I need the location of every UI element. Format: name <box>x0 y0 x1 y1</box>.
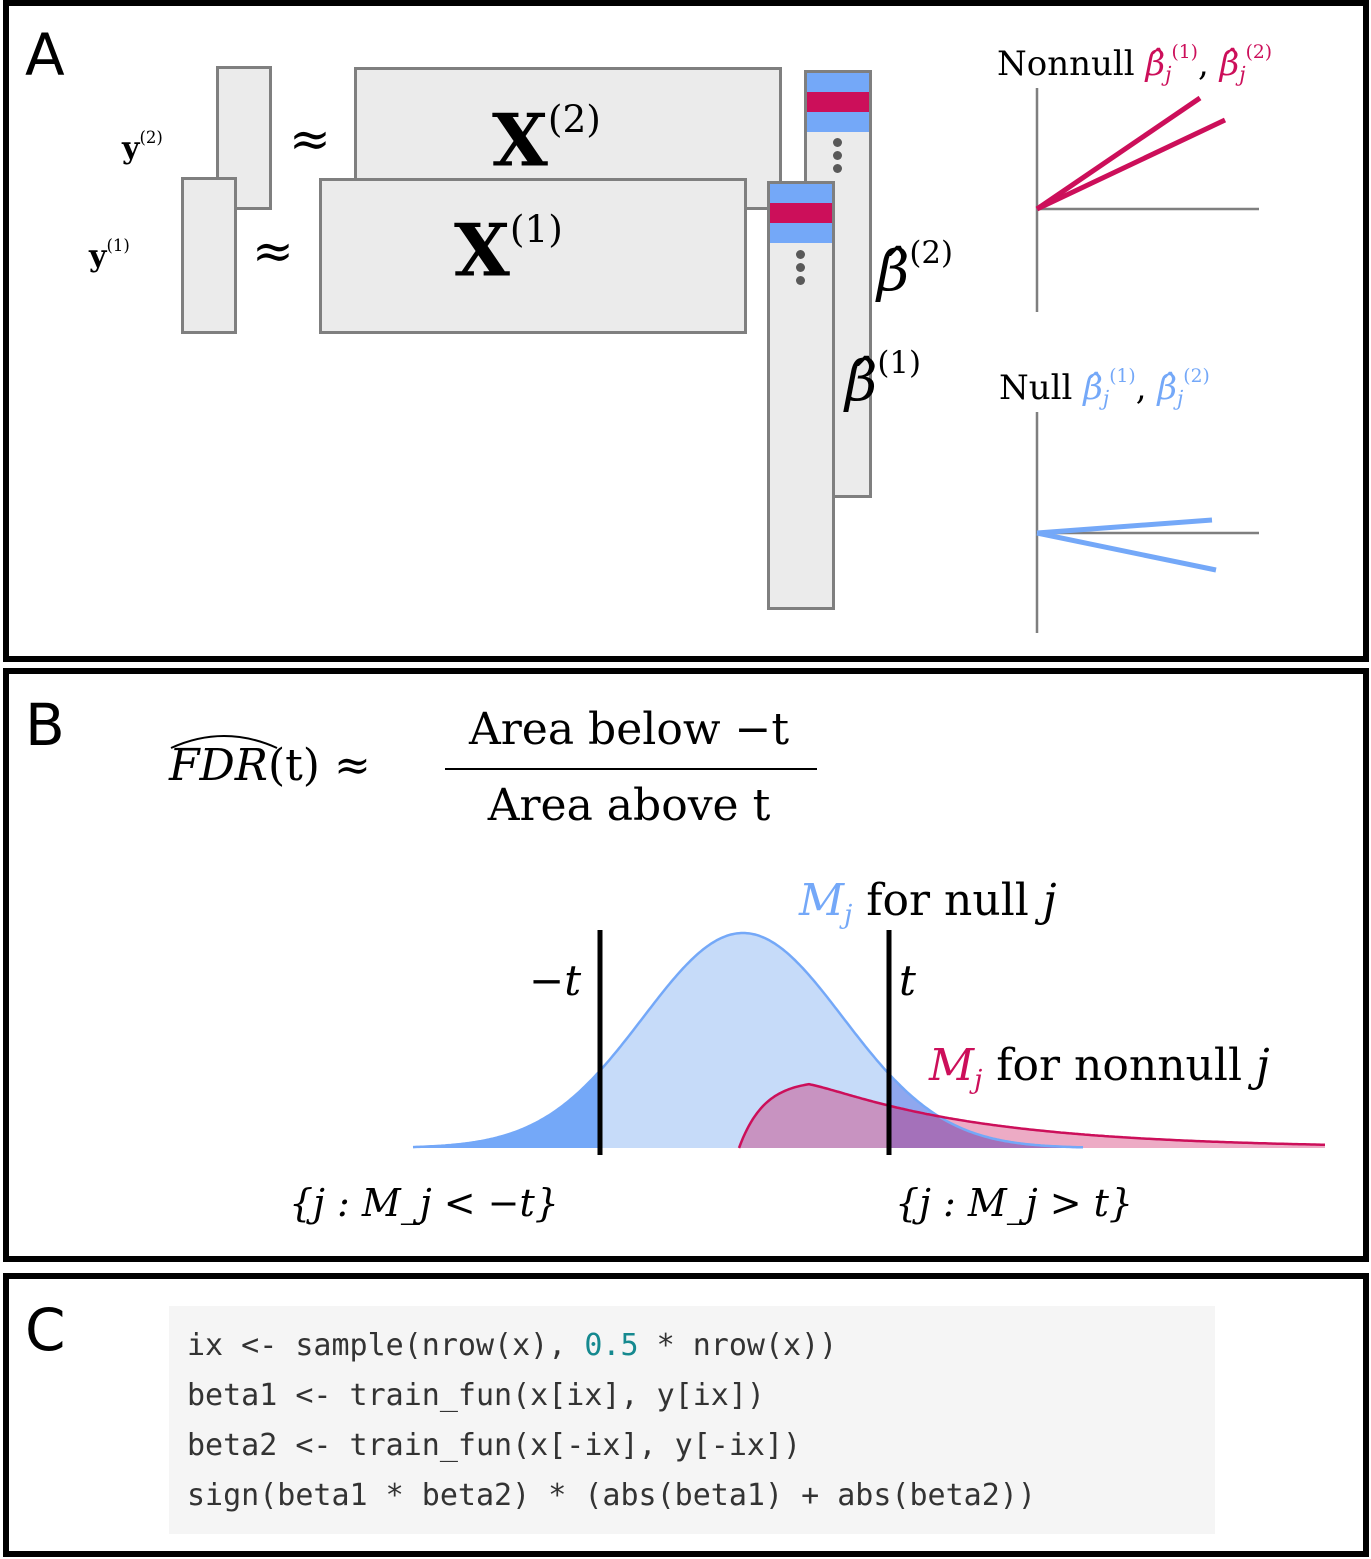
neg-t-label: −t <box>529 956 582 1005</box>
code-line-4: sign(beta1 * beta2) * (abs(beta1) + abs(… <box>187 1478 1036 1513</box>
y1-vector-box <box>181 177 237 334</box>
panel-a: A y(2) ≈ X(2) y(1) ≈ X(1) β̂(2) β̂(1) No… <box>3 0 1369 662</box>
null-left-tail-fill <box>413 1071 600 1148</box>
nonnull-dist-curve <box>737 1082 1325 1149</box>
fdr-fraction-bar <box>445 768 817 770</box>
x2-label: X(2) <box>492 97 601 183</box>
null-line-upper <box>1036 517 1213 536</box>
beta1-ellipsis-icon <box>796 250 806 289</box>
approx-symbol-1: ≈ <box>252 222 294 280</box>
coef-line-plots <box>1035 88 1259 633</box>
beta2-nonnull-band <box>807 92 869 112</box>
beta1-label: β̂(1) <box>845 345 921 415</box>
beta2-label: β̂(2) <box>877 235 953 305</box>
beta2-ellipsis-icon <box>833 138 843 177</box>
distribution-plot <box>412 930 1325 1155</box>
nonnull-dist-fill <box>739 1084 1325 1148</box>
panel-b: B FDR (t) ≈ Area below −t Area above t −… <box>3 668 1369 1262</box>
beta1-nonnull-band <box>770 203 832 223</box>
nonnull-line-upper <box>1035 95 1202 212</box>
null-dist-curve <box>412 931 1083 1149</box>
panel-c: C ix <- sample(nrow(x), 0.5 * nrow(x)) b… <box>3 1273 1369 1557</box>
null-line-lower <box>1036 530 1217 573</box>
null-coef-label: Null β̂j(1), β̂j(2) <box>999 366 1210 410</box>
fdr-numerator: Area below −t <box>468 704 790 755</box>
null-dist-label: Mj for null j <box>799 875 1057 930</box>
x1-label: X(1) <box>454 207 563 293</box>
wide-hat-icon <box>170 735 278 749</box>
nonnull-line-lower <box>1035 117 1227 212</box>
y1-label: y(1) <box>89 236 130 274</box>
panel-label-a: A <box>25 21 65 89</box>
code-line-3: beta2 <- train_fun(x[-ix], y[-ix]) <box>187 1428 802 1463</box>
nonnull-coef-label: Nonnull β̂j(1), β̂j(2) <box>997 42 1273 86</box>
fdr-hat-lhs: FDR (t) ≈ <box>169 735 371 788</box>
approx-symbol-2: ≈ <box>289 110 331 168</box>
code-line-1: ix <- sample(nrow(x), 0.5 * nrow(x)) <box>187 1328 838 1363</box>
nonnull-dist-label: Mj for nonnull j <box>929 1040 1270 1095</box>
pos-t-label: t <box>899 956 916 1005</box>
y2-label: y(2) <box>122 128 163 166</box>
x1-matrix-box <box>319 178 747 334</box>
set-left-label: {j : M_j < −t} <box>289 1181 559 1225</box>
code-block: ix <- sample(nrow(x), 0.5 * nrow(x)) bet… <box>169 1306 1215 1534</box>
panel-label-b: B <box>25 691 65 759</box>
code-line-2: beta1 <- train_fun(x[ix], y[ix]) <box>187 1378 765 1413</box>
panel-label-c: C <box>25 1296 66 1364</box>
set-right-label: {j : M_j > t} <box>895 1181 1134 1225</box>
fdr-denominator: Area above t <box>487 780 771 831</box>
null-right-tail-fill <box>889 1073 1083 1148</box>
